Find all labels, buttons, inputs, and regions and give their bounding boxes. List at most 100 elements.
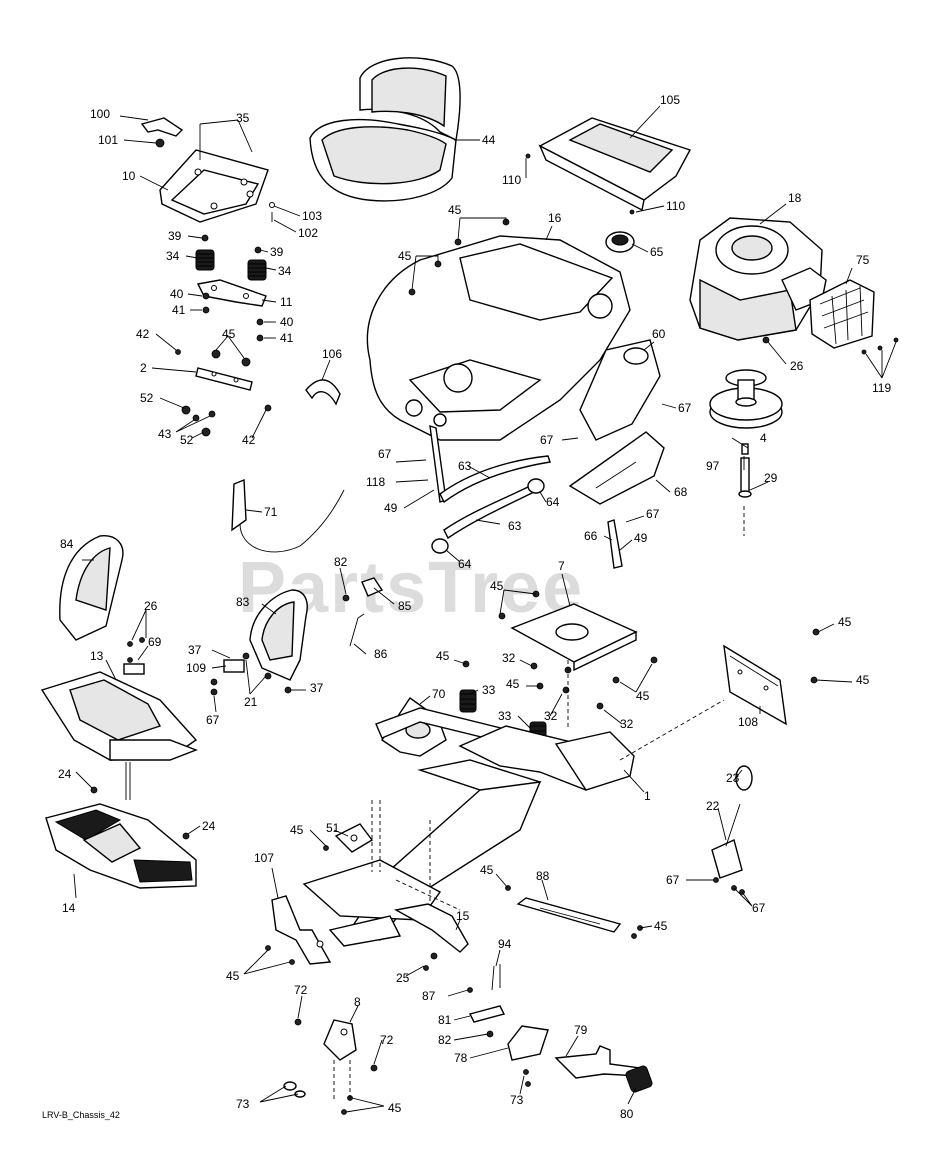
callout: 75 <box>856 253 870 267</box>
part-8-bracket <box>323 1019 357 1061</box>
part-13-dash <box>40 671 198 761</box>
part-1-frame <box>302 707 635 947</box>
part-64-clamp-upper <box>527 478 545 494</box>
part-85-clip <box>361 577 384 597</box>
part-7-plate <box>510 603 638 672</box>
callout: 86 <box>374 647 388 661</box>
callout: 109 <box>186 661 206 675</box>
callout: 94 <box>498 937 512 951</box>
part-97-pulley <box>709 369 783 429</box>
callout: 40 <box>170 287 184 301</box>
callout: 85 <box>398 599 412 613</box>
callout: 88 <box>536 869 550 883</box>
callout: 110 <box>666 199 685 213</box>
callout: 63 <box>508 519 522 533</box>
part-108-plate <box>723 644 787 726</box>
callout: 45 <box>506 677 520 691</box>
callout: 43 <box>158 427 172 441</box>
callout: 73 <box>236 1097 250 1111</box>
callout: 79 <box>574 1023 588 1037</box>
part-34-spring-left <box>195 249 215 271</box>
callout: 24 <box>202 819 216 833</box>
callout: 32 <box>620 717 634 731</box>
callout: 67 <box>752 901 766 915</box>
callout: 45 <box>436 649 450 663</box>
callout: 11 <box>280 295 293 309</box>
part-11-seat-plate <box>196 279 267 307</box>
part-83-pedal-bracket <box>249 589 308 681</box>
part-75-guard <box>809 279 875 349</box>
callout: 33 <box>482 683 496 697</box>
callout: 45 <box>226 969 240 983</box>
callout: 45 <box>856 673 870 687</box>
callout: 45 <box>290 823 304 837</box>
callout: 24 <box>58 767 72 781</box>
callout: 69 <box>148 635 162 649</box>
callout: 108 <box>738 715 758 729</box>
part-14-footrest <box>45 803 197 889</box>
callout: 4 <box>760 431 767 445</box>
part-66-bracket <box>607 519 623 569</box>
callout: 83 <box>236 595 250 609</box>
callout: 67 <box>666 873 680 887</box>
part-60-fuel-tank <box>579 339 661 441</box>
part-63-hose-upper <box>439 455 551 504</box>
callout: 42 <box>136 327 150 341</box>
callout: 80 <box>620 1107 634 1121</box>
callout: 81 <box>438 1013 452 1027</box>
callout: 35 <box>236 111 250 125</box>
part-100-bracket <box>140 117 184 137</box>
callout: 87 <box>422 989 436 1003</box>
callout: 72 <box>380 1033 394 1047</box>
part-65-cap <box>605 231 635 253</box>
callout: 110 <box>502 173 521 187</box>
callout: 37 <box>310 681 324 695</box>
part-34-spring-right <box>247 259 267 281</box>
callout: 45 <box>654 919 668 933</box>
callout: 8 <box>354 995 361 1009</box>
callout-labels: 100 101 35 10 103 102 39 34 39 34 40 41 … <box>58 93 891 1121</box>
callout: 29 <box>764 471 778 485</box>
callout: 67 <box>646 507 660 521</box>
callout: 32 <box>544 709 558 723</box>
callout: 49 <box>384 501 398 515</box>
callout: 67 <box>206 713 220 727</box>
callout: 45 <box>388 1101 402 1115</box>
callout: 45 <box>490 579 504 593</box>
callout: 45 <box>838 615 852 629</box>
callout: 97 <box>706 459 720 473</box>
callout: 66 <box>584 529 598 543</box>
callout: 67 <box>678 401 692 415</box>
callout: 32 <box>502 651 516 665</box>
callout: 26 <box>790 359 804 373</box>
callout: 45 <box>222 327 236 341</box>
part-101-nut <box>155 138 165 148</box>
part-64-clamp-lower <box>431 538 449 554</box>
callout: 45 <box>480 863 494 877</box>
callout: 51 <box>326 821 340 835</box>
callout: 84 <box>60 537 74 551</box>
part-106-clip <box>305 379 341 406</box>
part-2-bar <box>195 367 253 391</box>
callout: 13 <box>90 649 104 663</box>
part-78-bracket <box>507 1025 549 1061</box>
callout: 49 <box>634 531 648 545</box>
callout: 64 <box>458 557 472 571</box>
callout: 33 <box>498 709 512 723</box>
callout: 101 <box>98 133 118 147</box>
callout: 34 <box>278 264 292 278</box>
callout: 119 <box>872 381 891 395</box>
callout: 78 <box>454 1051 468 1065</box>
callout: 41 <box>172 303 186 317</box>
callout: 105 <box>660 93 680 107</box>
callout: 63 <box>458 459 472 473</box>
callout: 14 <box>62 901 76 915</box>
callout: 15 <box>456 909 470 923</box>
part-10-seat-pan <box>159 149 269 223</box>
callout: 60 <box>652 327 666 341</box>
callout: 64 <box>546 495 560 509</box>
callout: 67 <box>378 447 392 461</box>
part-103-washer <box>269 202 275 208</box>
callout: 41 <box>280 331 294 345</box>
